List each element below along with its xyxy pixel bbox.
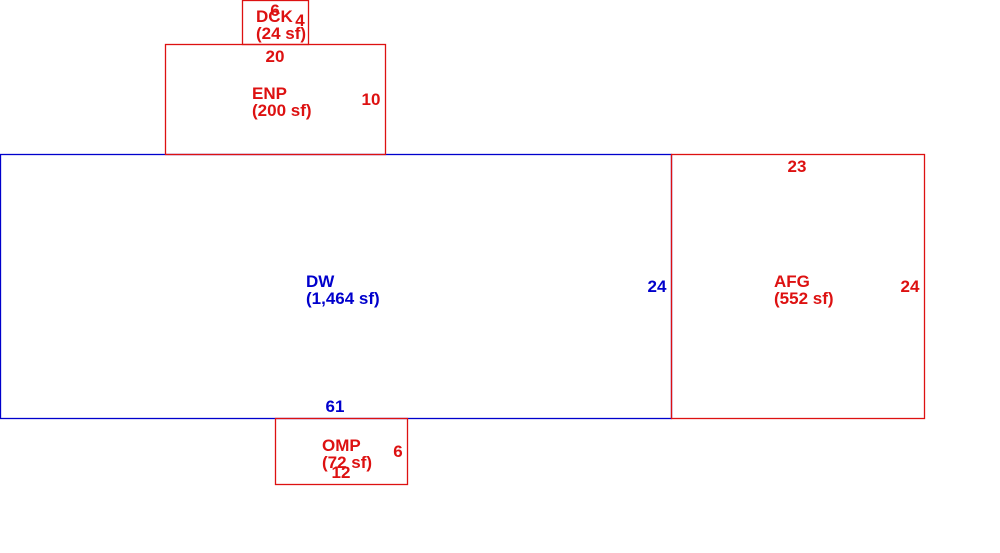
omp-section: OMP (72 sf) 12 6 [274,417,409,486]
omp-label: OMP [322,436,361,455]
dck-area: (24 sf) [256,24,306,43]
omp-width-dimension: 12 [332,463,351,482]
afg-label: AFG [774,272,810,291]
dck-depth-dimension: 4 [295,11,305,30]
afg-area: (552 sf) [774,289,834,308]
dw-label: DW [306,272,335,291]
enp-area: (200 sf) [252,101,312,120]
dck-outline [241,0,310,46]
dck-width-dimension: 6 [270,1,279,20]
dw-width-dimension: 61 [326,397,345,416]
omp-depth-dimension: 6 [393,442,402,461]
enp-depth-dimension: 10 [362,90,381,109]
dw-area: (1,464 sf) [306,289,380,308]
dck-section: DCK (24 sf) 6 4 [241,0,310,46]
dw-depth-dimension: 24 [648,277,667,296]
dck-label: DCK [256,7,294,26]
enp-label: ENP [252,84,287,103]
enp-width-dimension: 20 [266,47,285,66]
omp-area: (72 sf) [322,453,372,472]
afg-width-dimension: 23 [788,157,807,176]
omp-outline [274,417,409,486]
afg-depth-dimension: 24 [901,277,920,296]
afg-section: AFG (552 sf) 23 24 [670,153,926,420]
enp-section: ENP (200 sf) 20 10 [164,43,387,156]
afg-outline [670,153,926,420]
dw-outline [0,153,673,420]
dw-section: DW (1,464 sf) 61 24 [0,153,673,420]
